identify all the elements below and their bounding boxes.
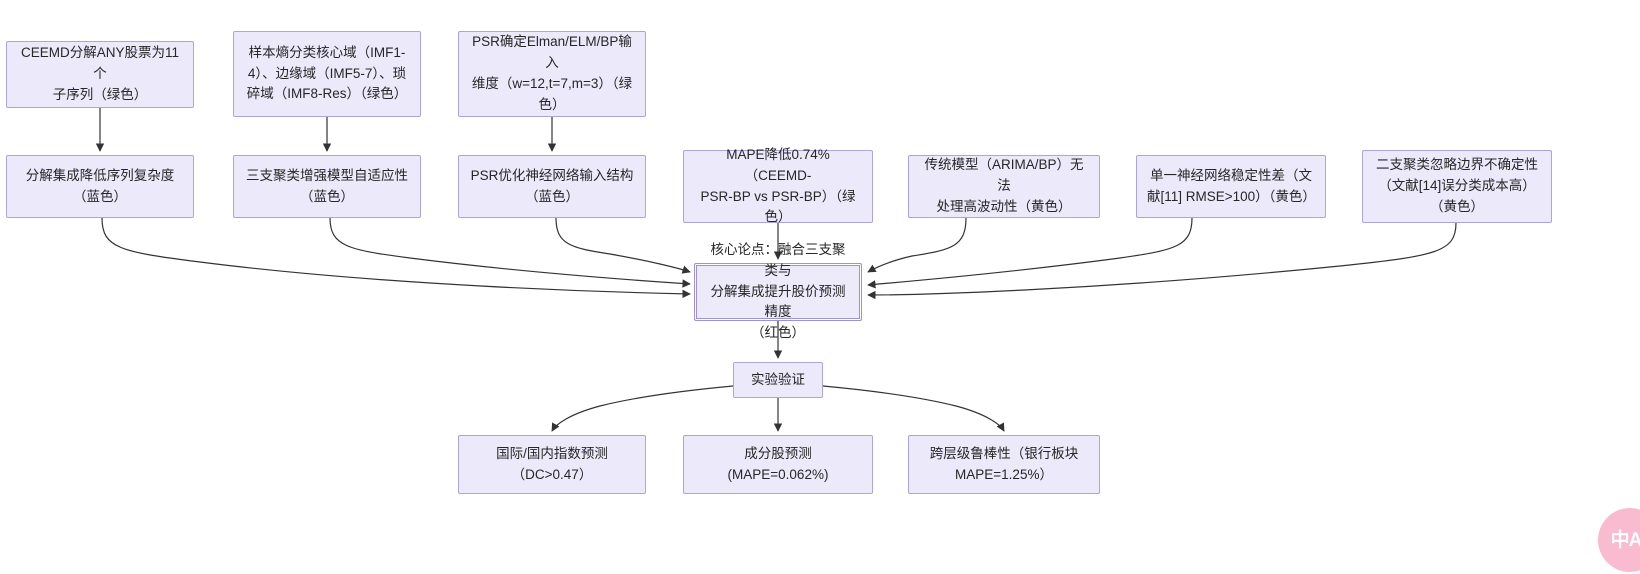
node-label: 三支聚类增强模型自适应性 （蓝色） [246,167,408,204]
node-core-argument[interactable]: 核心论点：融合三支聚类与 分解集成提升股价预测精度 （红色） [694,242,862,340]
node-label: 核心论点：融合三支聚类与 分解集成提升股价预测精度 （红色） [710,241,846,341]
node-single-network-instability[interactable]: 单一神经网络稳定性差（文 献[11] RMSE>100）（黄色） [1136,155,1326,218]
node-traditional-models-limitation[interactable]: 传统模型（ARIMA/BP）无法 处理高波动性（黄色） [908,155,1100,218]
node-label: 国际/国内指数预测 （DC>0.47） [496,445,608,482]
edge-exp-o1 [551,385,734,432]
node-label: MAPE降低0.74%（CEEMD- PSR-BP vs PSR-BP）（绿 色… [700,146,856,225]
node-psr-optimizes-network-input[interactable]: PSR优化神经网络输入结构 （蓝色） [458,155,646,218]
node-psr-input-dimension[interactable]: PSR确定Elman/ELM/BP输入 维度（w=12,t=7,m=3）（绿 色… [458,31,646,117]
node-mape-reduction[interactable]: MAPE降低0.74%（CEEMD- PSR-BP vs PSR-BP）（绿 色… [683,147,873,224]
node-index-forecast[interactable]: 国际/国内指数预测 （DC>0.47） [458,435,646,494]
node-label: 单一神经网络稳定性差（文 献[11] RMSE>100）（黄色） [1147,167,1316,204]
node-label: CEEMD分解ANY股票为11个 子序列（绿色） [20,45,180,102]
node-sample-entropy-classification[interactable]: 样本熵分类核心域（IMF1- 4）、边缘域（IMF5-7）、琐 碎域（IMF8-… [233,31,421,117]
node-label: 跨层级鲁棒性（银行板块 MAPE=1.25%） [929,445,1079,482]
node-label: PSR优化神经网络输入结构 （蓝色） [470,167,634,204]
edge-exp-o3 [822,385,1005,432]
edge-n8-core [867,217,967,273]
node-two-way-clustering-limitation[interactable]: 二支聚类忽略边界不确定性 （文献[14]误分类成本高） （黄色） [1362,150,1552,223]
node-label: PSR确定Elman/ELM/BP输入 维度（w=12,t=7,m=3）（绿 色… [471,34,633,112]
node-experiment-validation[interactable]: 实验验证 [733,362,823,398]
edge-n9-core [867,217,1193,289]
node-three-way-clustering-adaptivity[interactable]: 三支聚类增强模型自适应性 （蓝色） [233,155,421,218]
node-label: 传统模型（ARIMA/BP）无法 处理高波动性（黄色） [924,157,1084,214]
node-label: 样本熵分类核心域（IMF1- 4）、边缘域（IMF5-7）、琐 碎域（IMF8-… [246,44,408,102]
node-decomposition-reduces-complexity[interactable]: 分解集成降低序列复杂度 （蓝色） [6,155,194,218]
edge-n6-core [555,217,691,274]
node-cross-level-robustness[interactable]: 跨层级鲁棒性（银行板块 MAPE=1.25%） [908,435,1100,494]
node-label: 实验验证 [751,371,805,387]
node-label: 成分股预测 (MAPE=0.062%) [727,445,829,482]
node-ceemd-decomposition[interactable]: CEEMD分解ANY股票为11个 子序列（绿色） [6,41,194,108]
edge-n10-core [867,222,1457,300]
node-label: 分解集成降低序列复杂度 （蓝色） [25,167,175,204]
edge-n5-core [329,217,691,288]
node-label: 二支聚类忽略边界不确定性 （文献[14]误分类成本高） （黄色） [1376,157,1538,214]
node-constituent-stock-forecast[interactable]: 成分股预测 (MAPE=0.062%) [683,435,873,494]
edge-n4-core [101,217,691,299]
watermark-text: 中A [1610,529,1640,551]
watermark-badge: 中A [1598,508,1640,572]
